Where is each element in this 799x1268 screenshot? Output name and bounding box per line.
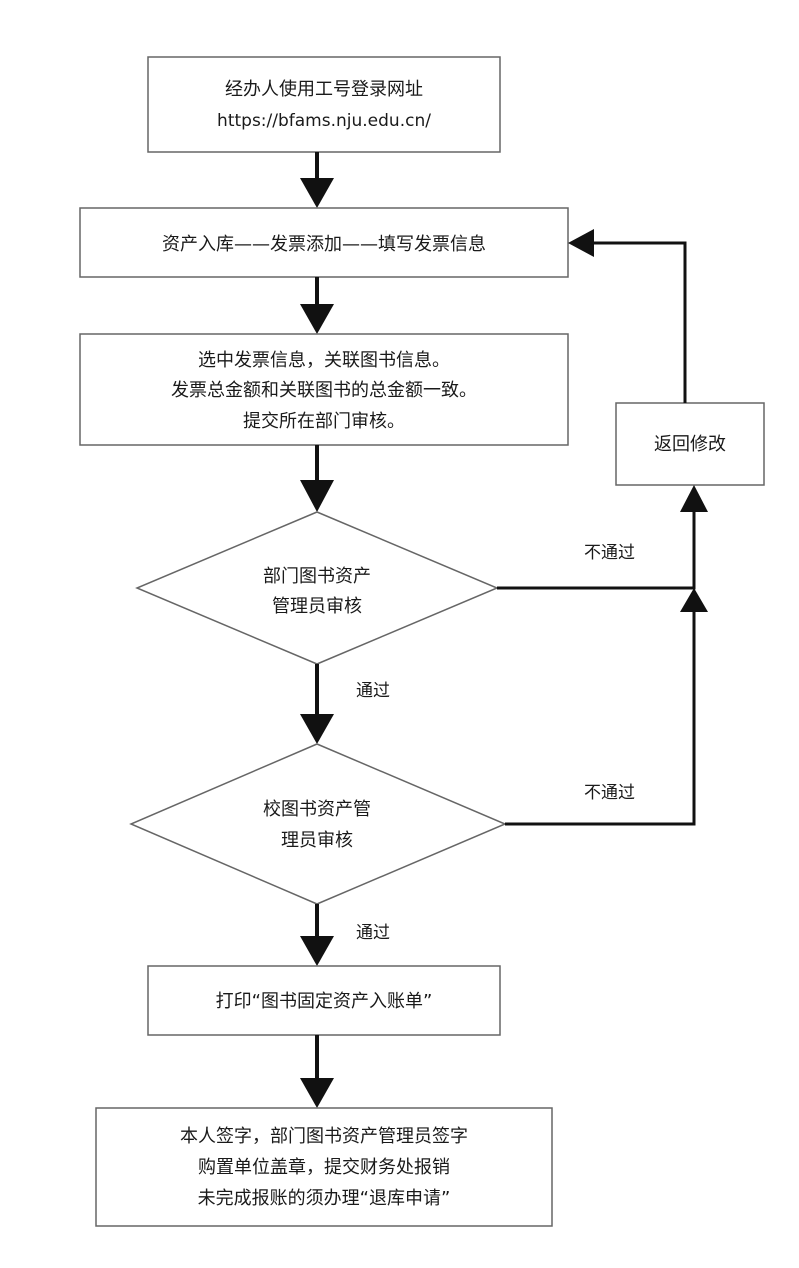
label-dept-reject: 不通过 [584, 543, 635, 563]
step-link-books-line3: 提交所在部门审核。 [243, 411, 405, 432]
step-print-form: 打印“图书固定资产入账单” [147, 965, 501, 1036]
step-final: 本人签字，部门图书资产管理员签字 购置单位盖章，提交财务处报销 未完成报账的须办… [95, 1107, 553, 1227]
step-add-invoice-box [79, 207, 569, 278]
arrow-school-reject: 不通过 [505, 588, 708, 826]
step-print-form-text: 打印“图书固定资产入账单” [216, 991, 433, 1012]
decision-school-review-shape [129, 743, 507, 905]
step-login-line1: 经办人使用工号登录网址 [225, 79, 423, 100]
step-link-books-line2: 发票总金额和关联图书的总金额一致。 [171, 380, 477, 401]
step-return-modify-box [615, 402, 765, 486]
arrow-dept-reject: 不通过 [497, 485, 708, 590]
step-link-books-box [79, 333, 569, 446]
label-school-pass: 通过 [356, 923, 390, 943]
label-school-reject: 不通过 [584, 783, 635, 803]
step-link-books-line1: 选中发票信息，关联图书信息。 [198, 350, 450, 371]
decision-school-review-line1: 校图书资产管 [263, 799, 371, 820]
arrow-school-pass: 通过 [300, 904, 390, 966]
step-link-books: 选中发票信息，关联图书信息。 发票总金额和关联图书的总金额一致。 提交所在部门审… [79, 333, 569, 446]
arrow-print-to-final [300, 1035, 334, 1108]
step-login-box [147, 56, 501, 153]
step-login-url: https://bfams.nju.edu.cn/ [217, 111, 431, 131]
step-final-line2: 购置单位盖章，提交财务处报销 [198, 1157, 450, 1178]
arrow-return-to-add-invoice [568, 229, 687, 403]
label-dept-pass: 通过 [356, 681, 390, 701]
decision-dept-review-shape [135, 511, 499, 665]
decision-dept-review-line1: 部门图书资产 [263, 566, 371, 587]
step-final-line3: 未完成报账的须办理“退库申请” [198, 1188, 451, 1209]
step-return-modify-text: 返回修改 [654, 434, 726, 455]
arrow-dept-pass: 通过 [300, 664, 390, 744]
arrow-login-to-add-invoice [300, 152, 334, 208]
step-final-box [95, 1107, 553, 1227]
decision-dept-review-line2: 管理员审核 [272, 596, 362, 617]
decision-school-review: 校图书资产管 理员审核 [129, 743, 507, 905]
step-print-form-box [147, 965, 501, 1036]
step-add-invoice: 资产入库——发票添加——填写发票信息 [79, 207, 569, 278]
step-return-modify: 返回修改 [615, 402, 765, 486]
decision-school-review-line2: 理员审核 [281, 830, 353, 851]
arrow-link-books-to-dept-review [300, 445, 334, 512]
step-login: 经办人使用工号登录网址 https://bfams.nju.edu.cn/ [147, 56, 501, 153]
decision-dept-review: 部门图书资产 管理员审核 [135, 511, 499, 665]
step-add-invoice-text: 资产入库——发票添加——填写发票信息 [162, 234, 486, 255]
step-final-line1: 本人签字，部门图书资产管理员签字 [180, 1126, 468, 1147]
arrow-add-invoice-to-link-books [300, 277, 334, 334]
